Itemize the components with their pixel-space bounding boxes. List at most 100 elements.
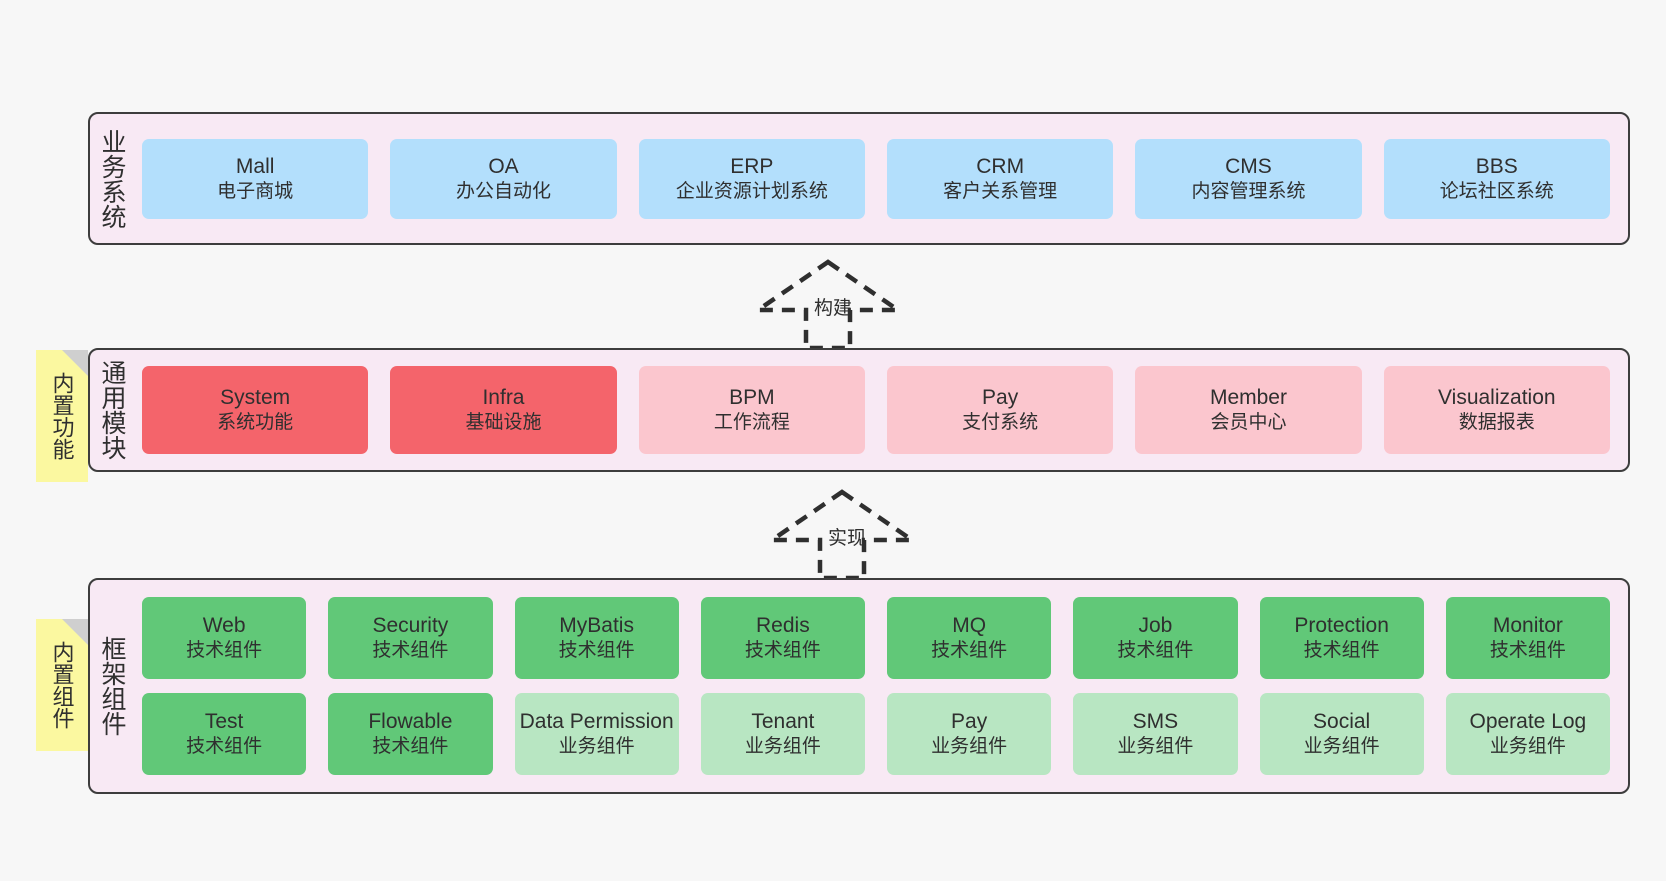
card-mall[interactable]: Mall 电子商城 — [142, 138, 369, 219]
card-social-desc: 业务组件 — [1303, 736, 1380, 758]
connector-implement-arrow — [766, 489, 920, 580]
card-bpm-desc: 工作流程 — [713, 412, 790, 434]
card-system-name: System — [220, 386, 291, 409]
card-cms-desc: 内容管理系统 — [1191, 180, 1306, 202]
card-monitor-desc: 技术组件 — [1489, 640, 1566, 662]
card-mq-name: MQ — [952, 614, 987, 637]
card-visualization[interactable]: Visualization 数据报表 — [1383, 366, 1610, 454]
card-flowable[interactable]: Flowable 技术组件 — [328, 693, 493, 775]
card-mybatis[interactable]: MyBatis 技术组件 — [514, 597, 679, 679]
card-operate-log-desc: 业务组件 — [1489, 736, 1566, 758]
card-oa-desc: 办公自动化 — [455, 180, 551, 202]
connector-implement-label: 实现 — [828, 528, 867, 549]
card-tenant[interactable]: Tenant 业务组件 — [700, 693, 865, 775]
card-member[interactable]: Member 会员中心 — [1135, 366, 1362, 454]
card-bbs[interactable]: BBS 论坛社区系统 — [1383, 138, 1610, 219]
card-mall-name: Mall — [235, 154, 275, 178]
card-oa-name: OA — [488, 154, 519, 178]
card-tenant-desc: 业务组件 — [744, 736, 821, 758]
sticky-fold-corner-icon — [62, 619, 88, 645]
card-test-desc: 技术组件 — [186, 736, 263, 758]
card-data-permission-name: Data Permission — [519, 710, 674, 733]
business-systems-row: Mall 电子商城 OA 办公自动化 ERP 企业资源计划系统 CRM 客户关系… — [142, 138, 1610, 219]
card-system-desc: 系统功能 — [217, 412, 294, 434]
card-infra-name: Infra — [482, 386, 525, 409]
card-operate-log[interactable]: Operate Log 业务组件 — [1445, 693, 1610, 775]
card-pay-module-name: Pay — [982, 386, 1019, 409]
layer-business-systems: 业务系统 Mall 电子商城 OA 办公自动化 ERP 企业资源计划系统 CRM — [88, 112, 1630, 245]
card-mq[interactable]: MQ 技术组件 — [887, 597, 1052, 679]
card-sms[interactable]: SMS 业务组件 — [1073, 693, 1238, 775]
card-cms[interactable]: CMS 内容管理系统 — [1135, 138, 1362, 219]
card-sms-desc: 业务组件 — [1117, 736, 1194, 758]
card-bpm[interactable]: BPM 工作流程 — [638, 366, 865, 454]
card-security-desc: 技术组件 — [372, 640, 449, 662]
card-oa[interactable]: OA 办公自动化 — [390, 138, 617, 219]
card-web-name: Web — [202, 614, 246, 637]
layer-business-systems-caption: 业务系统 — [98, 128, 126, 229]
card-social[interactable]: Social 业务组件 — [1259, 693, 1424, 775]
card-crm[interactable]: CRM 客户关系管理 — [886, 138, 1114, 219]
layer-framework-components-body: Web 技术组件 Security 技术组件 MyBatis 技术组件 Redi… — [134, 580, 1628, 792]
card-cms-name: CMS — [1225, 154, 1272, 178]
card-protection-desc: 技术组件 — [1303, 640, 1380, 662]
framework-components-row-biz: Test 技术组件 Flowable 技术组件 Data Permission … — [142, 693, 1610, 775]
card-mq-desc: 技术组件 — [931, 640, 1008, 662]
card-redis-desc: 技术组件 — [744, 640, 821, 662]
card-bbs-desc: 论坛社区系统 — [1439, 180, 1554, 202]
card-pay-component-desc: 业务组件 — [931, 736, 1008, 758]
card-sms-name: SMS — [1132, 710, 1179, 733]
card-web[interactable]: Web 技术组件 — [142, 597, 307, 679]
card-mybatis-name: MyBatis — [559, 614, 634, 637]
card-crm-name: CRM — [976, 154, 1025, 178]
card-data-permission[interactable]: Data Permission 业务组件 — [514, 693, 679, 775]
sticky-note-builtin-features-text: 内置功能 — [49, 372, 75, 460]
sticky-note-builtin-components-text: 内置组件 — [49, 641, 75, 729]
card-pay-component-name: Pay — [951, 710, 988, 733]
card-test[interactable]: Test 技术组件 — [142, 693, 307, 775]
card-redis[interactable]: Redis 技术组件 — [700, 597, 865, 679]
sticky-note-builtin-components: 内置组件 — [36, 619, 88, 751]
card-data-permission-desc: 业务组件 — [558, 736, 635, 758]
card-crm-desc: 客户关系管理 — [943, 180, 1058, 202]
card-flowable-desc: 技术组件 — [372, 736, 449, 758]
card-member-name: Member — [1209, 386, 1287, 409]
card-redis-name: Redis — [756, 614, 810, 637]
connector-build-arrow — [752, 259, 906, 350]
layer-common-modules-body: System 系统功能 Infra 基础设施 BPM 工作流程 Pay 支付系统… — [134, 350, 1628, 470]
card-monitor[interactable]: Monitor 技术组件 — [1445, 597, 1610, 679]
sticky-fold-corner-icon — [62, 350, 88, 376]
card-job-desc: 技术组件 — [1117, 640, 1194, 662]
card-infra-desc: 基础设施 — [465, 412, 542, 434]
card-visualization-name: Visualization — [1438, 386, 1556, 409]
card-protection[interactable]: Protection 技术组件 — [1259, 597, 1424, 679]
card-operate-log-name: Operate Log — [1469, 710, 1587, 733]
card-web-desc: 技术组件 — [186, 640, 263, 662]
layer-framework-components: 框架组件 Web 技术组件 Security 技术组件 MyBatis 技术组件… — [88, 578, 1630, 794]
common-modules-row: System 系统功能 Infra 基础设施 BPM 工作流程 Pay 支付系统… — [142, 366, 1610, 454]
card-bpm-name: BPM — [729, 386, 775, 409]
framework-components-row-tech: Web 技术组件 Security 技术组件 MyBatis 技术组件 Redi… — [142, 597, 1610, 679]
card-erp[interactable]: ERP 企业资源计划系统 — [638, 138, 865, 219]
card-social-name: Social — [1313, 710, 1371, 733]
card-pay-module[interactable]: Pay 支付系统 — [886, 366, 1114, 454]
card-mall-desc: 电子商城 — [217, 180, 294, 202]
card-visualization-desc: 数据报表 — [1458, 412, 1535, 434]
card-bbs-name: BBS — [1475, 154, 1518, 178]
card-erp-name: ERP — [730, 154, 774, 178]
card-tenant-name: Tenant — [751, 710, 815, 733]
card-pay-component[interactable]: Pay 业务组件 — [887, 693, 1052, 775]
card-security-name: Security — [372, 614, 449, 637]
card-system[interactable]: System 系统功能 — [142, 366, 369, 454]
layer-common-modules-caption: 通用模块 — [98, 360, 126, 460]
card-protection-name: Protection — [1294, 614, 1389, 637]
card-job[interactable]: Job 技术组件 — [1073, 597, 1238, 679]
sticky-note-builtin-features: 内置功能 — [36, 350, 88, 482]
card-infra[interactable]: Infra 基础设施 — [390, 366, 617, 454]
layer-framework-components-caption: 框架组件 — [98, 636, 126, 736]
card-mybatis-desc: 技术组件 — [558, 640, 635, 662]
card-security[interactable]: Security 技术组件 — [328, 597, 493, 679]
card-member-desc: 会员中心 — [1210, 412, 1287, 434]
layer-common-modules: 通用模块 System 系统功能 Infra 基础设施 BPM 工作流程 Pay — [88, 348, 1630, 472]
